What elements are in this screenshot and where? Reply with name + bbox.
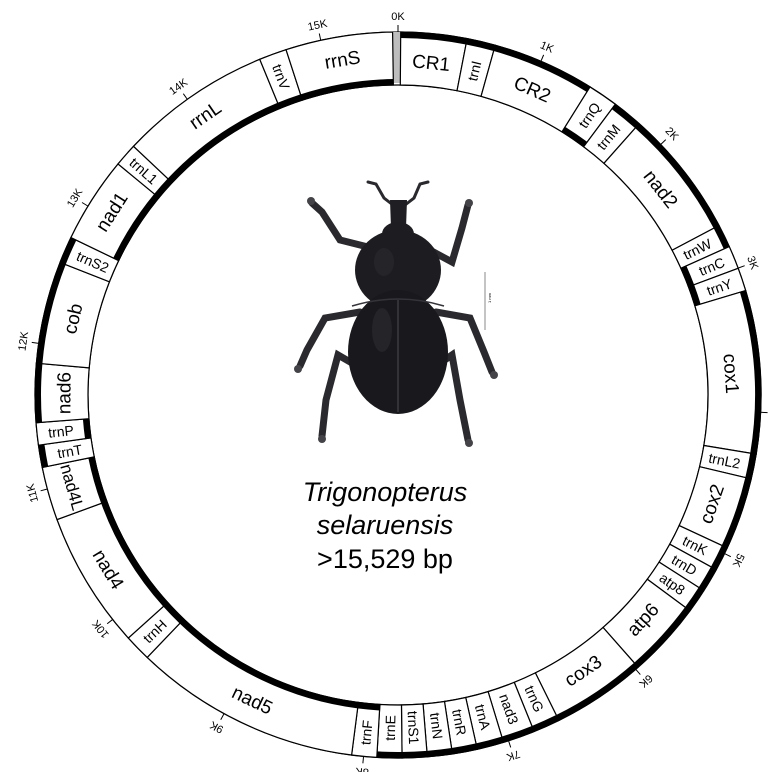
tick-mark xyxy=(738,266,745,268)
tick-label: 10K xyxy=(90,617,112,640)
tick-mark xyxy=(509,741,511,748)
tick-mark xyxy=(32,342,39,343)
gene-nad6: nad6 xyxy=(35,363,89,423)
gene-label-nad6: nad6 xyxy=(54,372,75,414)
tick-mark xyxy=(725,554,731,557)
species-name-line2: selaruensis xyxy=(235,509,535,542)
weevil-illustration: 1 mm xyxy=(294,182,498,447)
gene-nad5: nad5 xyxy=(147,619,358,755)
gene-trns1: trnS1 xyxy=(401,704,427,758)
gene-label-trnf: trnF xyxy=(357,719,375,745)
tick-label: 8K xyxy=(354,765,369,772)
gene-label-trnp: trnP xyxy=(47,422,74,441)
tick-label: 2K xyxy=(663,125,681,143)
tick-mark xyxy=(221,714,224,720)
tick-label: 11K xyxy=(25,482,42,504)
tick-mark xyxy=(541,55,544,61)
gene-label-trns1: trnS1 xyxy=(405,711,423,745)
gene-label-trnn: trnN xyxy=(427,712,446,740)
tick-label: 12K xyxy=(17,330,32,352)
gene-trne: trnE xyxy=(377,704,402,758)
genome-size-label: >15,529 bp xyxy=(235,543,535,576)
gene-cr1: CR1 xyxy=(400,32,467,91)
gene-rrns: rrnS xyxy=(286,32,393,100)
scale-bar-label: 1 mm xyxy=(487,292,492,303)
gene-label-cr1: CR1 xyxy=(411,51,451,76)
gene-cox1: cox1 xyxy=(695,291,761,455)
gene-label-trne: trnE xyxy=(382,715,399,741)
tick-label: 13K xyxy=(65,186,86,210)
gene-label-cox1: cox1 xyxy=(719,353,743,394)
strand-bar xyxy=(377,751,402,758)
tick-label: 7K xyxy=(504,747,521,763)
tick-mark xyxy=(82,202,88,206)
tick-label: 14K xyxy=(167,76,190,98)
tick-label: 15K xyxy=(307,18,329,34)
tick-label: 3K xyxy=(744,254,760,271)
tick-label: 5K xyxy=(729,551,746,569)
gene-rrnl: rrnL xyxy=(134,59,280,182)
tick-mark xyxy=(41,489,48,491)
tick-label: 9K xyxy=(208,718,226,735)
tick-mark xyxy=(107,619,113,623)
tick-label: 1K xyxy=(538,39,556,56)
tick-mark xyxy=(183,94,187,100)
tick-mark xyxy=(363,756,364,763)
gene-nad4: nad4 xyxy=(57,501,168,638)
gene-cob: cob xyxy=(36,262,109,367)
tick-mark xyxy=(636,669,641,674)
species-name-line1: Trigonopterus xyxy=(235,476,535,509)
tick-label: 6K xyxy=(636,672,655,690)
tick-mark xyxy=(661,140,666,145)
tick-label: 0K xyxy=(391,11,405,23)
tick-mark xyxy=(319,33,320,40)
